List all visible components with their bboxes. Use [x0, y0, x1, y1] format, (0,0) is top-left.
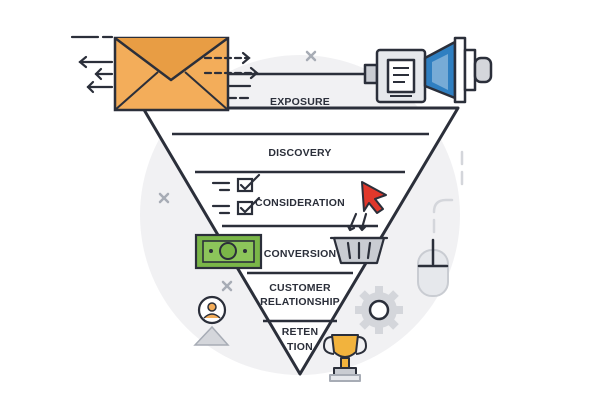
stage-label-customer-relationship-line1: CUSTOMER [269, 282, 331, 294]
basket-icon [329, 212, 389, 265]
stage-label-consideration: CONSIDERATION [255, 197, 345, 209]
stage-label-retention-line1: RETEN [282, 326, 319, 338]
user-badge-icon [193, 295, 230, 346]
envelope-icon [70, 35, 259, 112]
projector-icon [363, 36, 493, 104]
trophy-icon [323, 334, 367, 382]
stage-label-retention-line2: TION [287, 341, 313, 353]
checklist-icon [211, 173, 261, 216]
decor-cross [305, 50, 317, 62]
stage-label-conversion: CONVERSION [264, 248, 337, 260]
stage-label-discovery: DISCOVERY [268, 147, 331, 159]
decor-cross [158, 192, 170, 204]
mouse-icon [417, 238, 449, 297]
money-icon [194, 233, 263, 270]
stage-label-customer-relationship-line2: RELATIONSHIP [260, 296, 340, 308]
stage-label-exposure: EXPOSURE [270, 96, 330, 108]
decor-cross [221, 280, 233, 292]
cursor-icon [361, 181, 387, 214]
gear-icon [355, 286, 403, 334]
decor-dashes [432, 150, 464, 234]
